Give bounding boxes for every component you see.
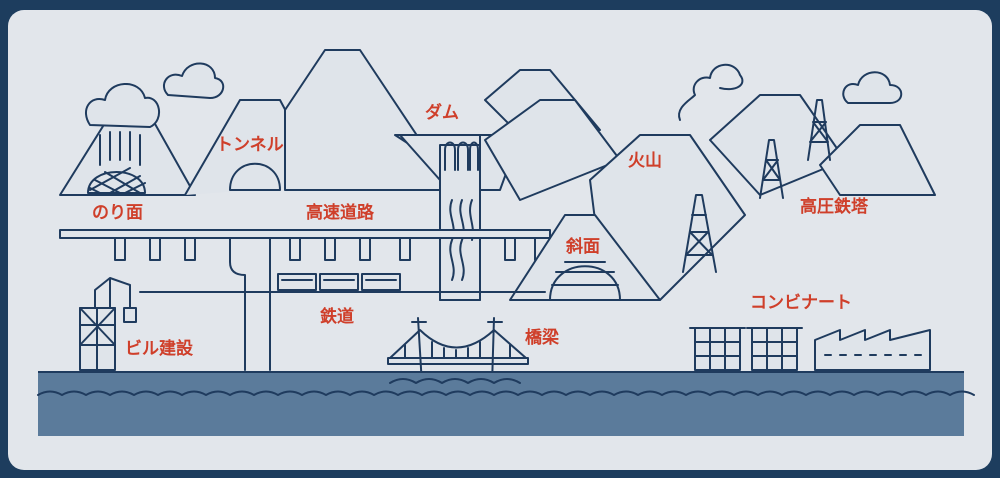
slope-face-net [87, 131, 146, 194]
label-slope: 斜面 [565, 236, 600, 257]
label-volcano: 火山 [628, 151, 662, 171]
label-tunnel: トンネル [216, 135, 284, 155]
suspension-bridge [387, 317, 529, 386]
label-transmission-tower: 高圧鉄塔 [800, 196, 869, 217]
railway [139, 273, 546, 293]
label-bridge: 橋梁 [525, 327, 560, 348]
label-industrial-complex: コンビナート [750, 293, 852, 313]
label-railway: 鉄道 [320, 306, 354, 327]
label-expressway: 高速道路 [306, 202, 375, 223]
clouds [85, 62, 903, 128]
industrial-complex [689, 327, 931, 371]
building-under-construction [79, 277, 137, 371]
mountains [59, 49, 936, 301]
labels: のり面 トンネル ダム 高速道路 火山 高圧鉄塔 斜面 鉄道 ビル建設 橋梁 コ… [92, 102, 869, 359]
tunnel-portal [229, 162, 281, 191]
slope-structure [549, 261, 621, 301]
water [37, 371, 975, 436]
label-building-construction: ビル建設 [125, 338, 194, 359]
transmission-towers [682, 99, 831, 273]
label-dam: ダム [425, 102, 459, 123]
expressway [59, 229, 551, 371]
label-slope-face: のり面 [92, 203, 143, 223]
